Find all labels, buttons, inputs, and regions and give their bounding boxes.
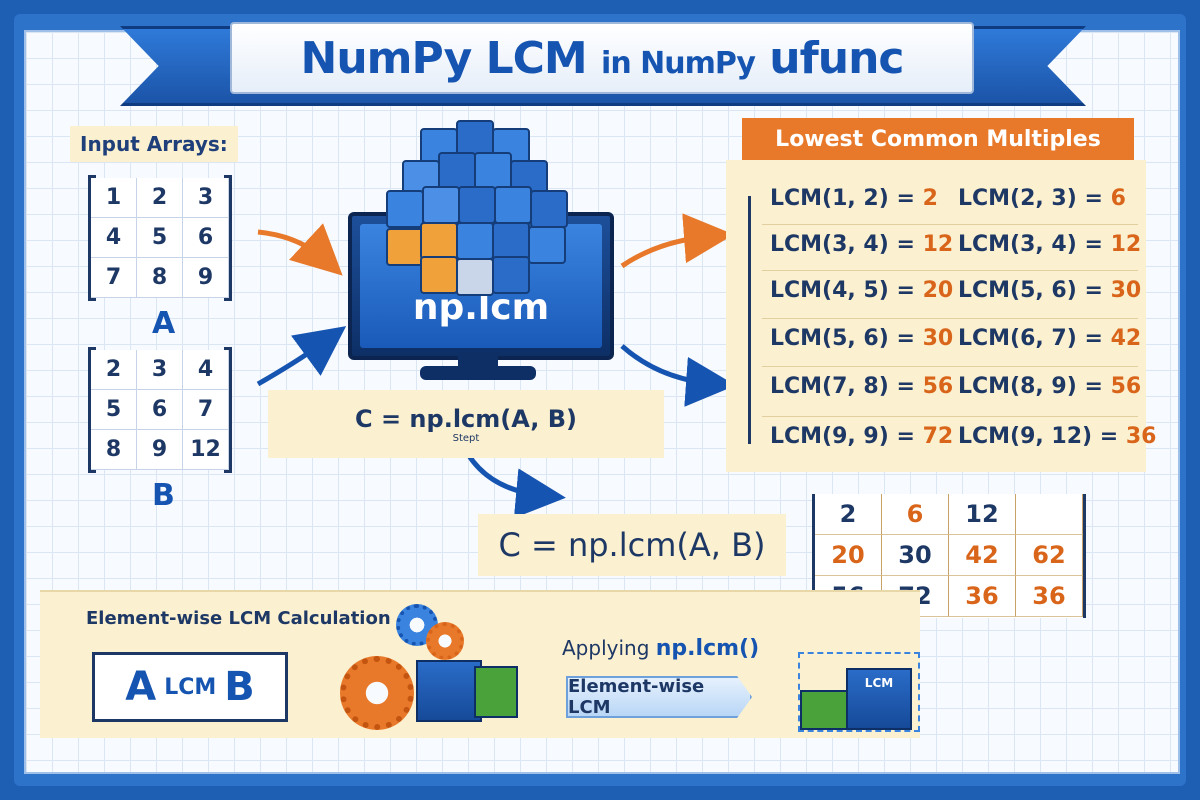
lcm-row-divider <box>762 416 1138 417</box>
output-blue-box-icon: LCM <box>846 668 912 730</box>
matrix-b-cell: 8 <box>91 430 137 470</box>
alcmb-a: A <box>125 664 157 710</box>
matrix-a-cell: 4 <box>91 218 137 258</box>
formula-box-large: C = np.lcm(A, B) <box>478 514 786 576</box>
result-cell: 20 <box>815 535 882 576</box>
formula-small: C = np.lcm(A, B) <box>355 404 577 433</box>
lcm-row-divider <box>762 318 1138 319</box>
formula-note: Stept <box>452 432 480 444</box>
result-cell: 62 <box>1016 535 1083 576</box>
page-title: NumPy LCM in NumPy ufunc <box>300 32 905 84</box>
lcm-right-item: LCM(2, 3) = 6 <box>958 186 1126 211</box>
lcm-row-divider <box>762 366 1138 367</box>
lcm-right-item: LCM(6, 7) = 42 <box>958 326 1142 351</box>
alcmb-b: B <box>224 664 255 710</box>
output-box-label: LCM <box>864 676 894 690</box>
lcm-left-item: LCM(7, 8) = 56 <box>770 374 954 399</box>
result-cell: 6 <box>882 494 949 535</box>
lcm-left-item: LCM(4, 5) = 20 <box>770 278 954 303</box>
calc-label: Element-wise LCM Calculation <box>86 608 391 629</box>
matrix-a-cell: 8 <box>137 258 183 298</box>
input-arrays-label: Input Arrays: <box>70 126 238 162</box>
lcm-right-item: LCM(3, 4) = 12 <box>958 232 1142 257</box>
rubik-cubelet <box>456 258 494 296</box>
rubik-cubelet <box>420 222 458 260</box>
lcm-right-item: LCM(8, 9) = 56 <box>958 374 1142 399</box>
rubik-cubelet <box>386 228 424 266</box>
green-box-icon <box>474 666 518 718</box>
monitor-base <box>420 366 536 380</box>
title-plate: NumPy LCM in NumPy ufunc <box>230 22 974 94</box>
blue-box-icon <box>416 660 482 722</box>
lcm-header: Lowest Common Multiples <box>742 118 1134 160</box>
arrow-monitor-to-lcm <box>620 213 734 269</box>
matrix-b-cell: 9 <box>137 430 183 470</box>
matrix-b-cell: 2 <box>91 350 137 390</box>
gear-orange-large-icon <box>340 656 414 730</box>
lcm-left-item: LCM(1, 2) = 2 <box>770 186 938 211</box>
gear-orange-small-icon <box>426 622 464 660</box>
applying-label: Applying np.lcm() <box>562 636 760 661</box>
monitor-stand <box>458 352 498 370</box>
alcmb-op: LCM <box>164 674 217 700</box>
output-box-outline <box>798 652 920 732</box>
rubik-cubelet <box>528 226 566 264</box>
matrix-b-cell: 3 <box>137 350 183 390</box>
rubik-cubelet <box>422 186 460 224</box>
elementwise-pill: Element-wise LCM <box>566 676 752 718</box>
rubik-cubelet <box>474 152 512 190</box>
formula-box-small: C = np.lcm(A, B) Stept <box>268 390 664 458</box>
rubik-cubelet <box>492 222 530 260</box>
rubik-cubelet <box>530 190 568 228</box>
a-lcm-b-box: A LCM B <box>92 652 288 722</box>
lcm-right-item: LCM(9, 12) = 36 <box>958 424 1157 449</box>
rubik-cubelet <box>456 222 494 260</box>
result-cell <box>1016 494 1083 535</box>
formula-large: C = np.lcm(A, B) <box>498 526 766 564</box>
lcm-bracket <box>748 196 757 444</box>
output-green-box-icon <box>800 690 852 730</box>
matrix-b-name: B <box>152 478 175 513</box>
arrow-b-to-monitor <box>256 326 347 387</box>
matrix-a-cell: 1 <box>91 178 137 218</box>
result-cell: 30 <box>882 535 949 576</box>
matrix-b-cell: 5 <box>91 390 137 430</box>
matrix-a-name: A <box>152 306 176 341</box>
matrix-a-cell: 7 <box>91 258 137 298</box>
rubik-cubelet <box>494 186 532 224</box>
result-cell: 42 <box>949 535 1016 576</box>
result-cell: 36 <box>1016 576 1083 617</box>
lcm-left-item: LCM(5, 6) = 30 <box>770 326 954 351</box>
result-cell: 12 <box>949 494 1016 535</box>
lcm-left-item: LCM(9, 9) = 72 <box>770 424 954 449</box>
result-cell: 36 <box>949 576 1016 617</box>
rubik-cubelet <box>438 152 476 190</box>
lcm-row-divider <box>762 270 1138 271</box>
rubik-cubelet <box>386 190 424 228</box>
matrix-b-cell: 6 <box>137 390 183 430</box>
rubik-cubelet <box>420 256 458 294</box>
lcm-left-item: LCM(3, 4) = 12 <box>770 232 954 257</box>
arrow-a-to-monitor <box>257 223 343 276</box>
rubik-cubelet <box>492 256 530 294</box>
lcm-results-panel <box>726 160 1146 472</box>
matrix-a-cell: 5 <box>137 218 183 258</box>
arrow-monitor-to-table <box>620 344 736 407</box>
result-cell: 2 <box>815 494 882 535</box>
lcm-row-divider <box>762 224 1138 225</box>
matrix-b-cell: 12 <box>183 430 229 470</box>
lcm-right-item: LCM(5, 6) = 30 <box>958 278 1142 303</box>
rubik-cubelet <box>458 186 496 224</box>
matrix-a-cell: 2 <box>137 178 183 218</box>
